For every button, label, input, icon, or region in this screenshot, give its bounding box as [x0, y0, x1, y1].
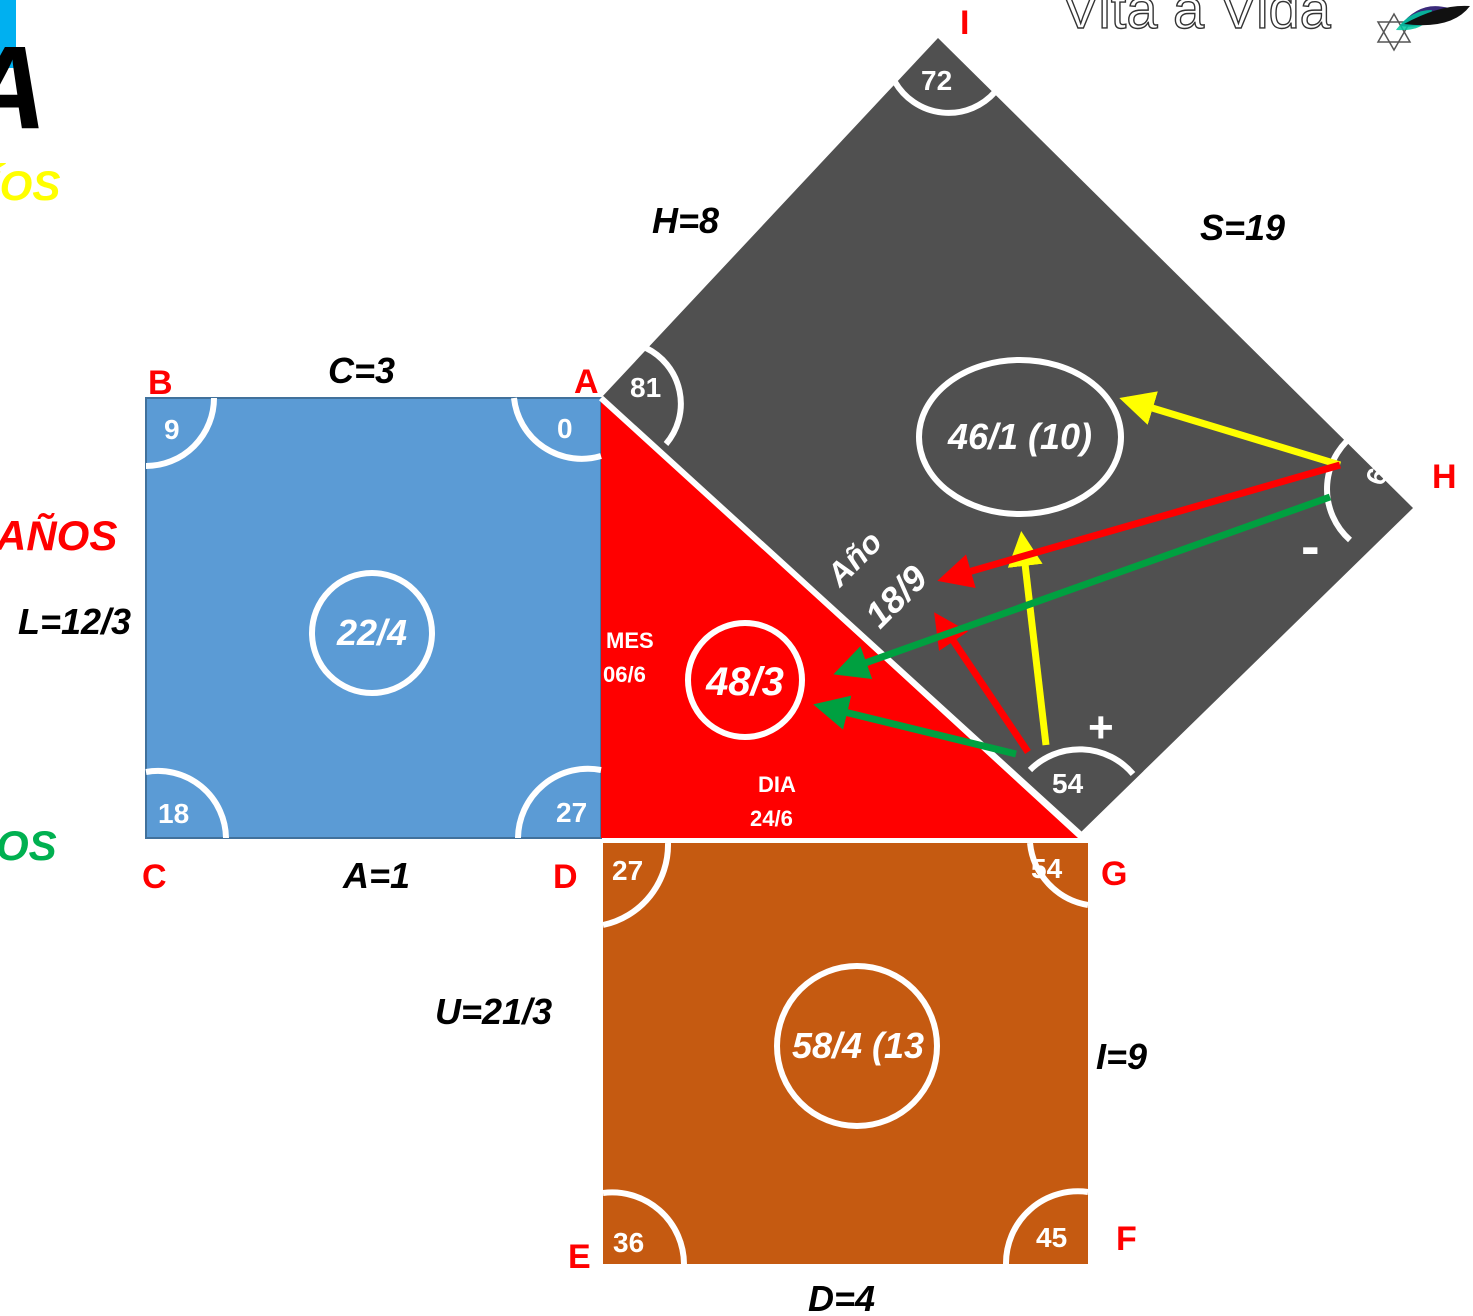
dia-label: DIA	[758, 772, 796, 797]
logo-text: Vita a Vida	[1062, 0, 1332, 40]
minus-sign: -	[1301, 514, 1320, 577]
logo: Vita a Vida	[1061, 0, 1470, 52]
swirl-logo-icon	[1376, 5, 1470, 52]
arc-number-blue-d: 27	[556, 797, 587, 828]
arc-gray-g	[1027, 746, 1136, 776]
side-label-d: D=4	[808, 1278, 875, 1316]
arc-number-brown-f: 45	[1036, 1222, 1067, 1253]
cut-green-word: OS	[0, 822, 57, 869]
arc-number-blue-a: 0	[557, 413, 573, 444]
dia-value: 24/6	[750, 806, 793, 831]
arrow-yellow-h-to-center	[1119, 391, 1342, 469]
side-label-h: H=8	[652, 200, 719, 241]
circle-brown	[774, 963, 940, 1129]
circle-blue	[309, 570, 435, 696]
arc-gray-h	[1324, 429, 1360, 543]
arc-brown-f	[1002, 1188, 1089, 1265]
corner-label-f: F	[1116, 1220, 1137, 1258]
corner-label-d: D	[553, 858, 578, 896]
corner-label-e: E	[568, 1238, 591, 1276]
cut-big-letter: A	[0, 22, 47, 154]
arc-gray-i	[892, 80, 998, 116]
square-bottom	[603, 843, 1088, 1264]
arc-number-gray-a: 81	[630, 372, 661, 403]
corner-label-a: A	[574, 363, 599, 401]
circle-gray	[916, 357, 1124, 517]
arc-blue-d	[515, 765, 602, 839]
arrow-yellow-g-to-center	[1007, 531, 1050, 746]
arc-number-brown-d: 27	[612, 855, 643, 886]
hypotenuse-line	[598, 395, 1085, 839]
center-value-red: 48/3	[705, 660, 784, 704]
cut-yellow-word: ÍOS	[0, 162, 60, 209]
arc-gray-a	[644, 345, 684, 446]
corner-label-h: H	[1432, 458, 1457, 496]
corner-label-c: C	[142, 858, 167, 896]
arrow-red-h-to-year	[937, 461, 1341, 589]
side-label-l: L=12/3	[18, 601, 131, 642]
plus-sign: +	[1088, 703, 1114, 752]
arc-number-blue-b: 9	[164, 414, 180, 445]
arc-brown-e	[602, 1189, 687, 1265]
corner-label-i: I	[960, 4, 969, 42]
arc-number-gray-g: 54	[1052, 768, 1084, 799]
side-label-c: C=3	[328, 350, 395, 391]
side-label-s: S=19	[1200, 207, 1285, 248]
center-value-blue: 22/4	[336, 612, 407, 653]
arrow-green-h-to-red	[833, 493, 1332, 680]
corner-label-g: G	[1101, 855, 1127, 893]
arc-blue-b	[145, 397, 217, 469]
square-top	[601, 38, 1413, 835]
arc-number-blue-c: 18	[158, 798, 189, 829]
arrow-red-g-to-year	[934, 612, 1031, 754]
arc-blue-c	[145, 767, 229, 839]
cut-red-word: AÑOS	[0, 512, 117, 559]
corner-label-b: B	[148, 364, 173, 402]
center-value-brown: 58/4 (13	[792, 1025, 924, 1066]
arc-blue-a	[511, 397, 602, 462]
arc-brown-g	[1027, 842, 1089, 908]
arc-number-gray-i: 72	[921, 65, 952, 96]
side-label-i: I=9	[1096, 1036, 1147, 1077]
arrow-green-g-to-red	[813, 695, 1017, 758]
center-value-gray: 46/1 (10)	[947, 416, 1092, 457]
arc-number-brown-e: 36	[613, 1227, 644, 1258]
mes-label: MES	[606, 628, 654, 653]
mes-value: 06/6	[603, 662, 646, 687]
side-label-a: A=1	[342, 855, 410, 896]
arc-number-brown-g: 54	[1031, 853, 1063, 884]
cut-blue-bar	[0, 0, 16, 68]
circle-red	[685, 620, 805, 740]
side-label-u: U=21/3	[435, 991, 552, 1032]
arc-brown-d	[602, 842, 672, 928]
